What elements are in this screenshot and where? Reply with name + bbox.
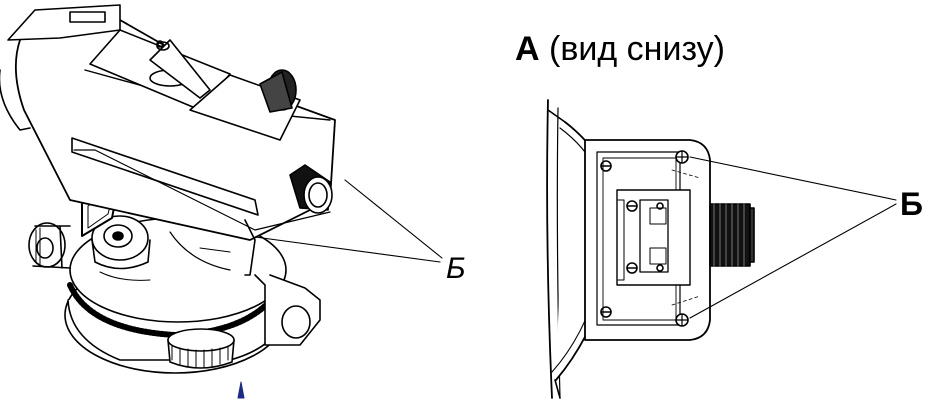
focus-knob-icon [259,69,297,113]
side-knob-icon [28,222,71,269]
bottom-view-drawing [546,99,755,399]
bottom-knob-icon [167,328,235,369]
callout-label-right: Б [900,186,923,222]
sight-handle-icon [149,39,211,99]
callout-label-left: Б [446,252,466,285]
screw-icon [600,160,664,318]
view-title: A (вид снизу) [515,32,725,66]
adjustment-screw-icon [671,150,701,327]
knurled-knob-icon [709,203,755,267]
callout-lines-right [689,156,897,319]
eyepiece-knob-icon [289,164,333,214]
direction-arrow-icon [237,381,245,399]
view-caption: (вид снизу) [549,30,725,68]
bubble-level-icon [91,215,151,270]
callout-lines-left [254,179,443,263]
level-instrument-drawing [0,4,336,399]
view-letter: A [515,30,540,68]
